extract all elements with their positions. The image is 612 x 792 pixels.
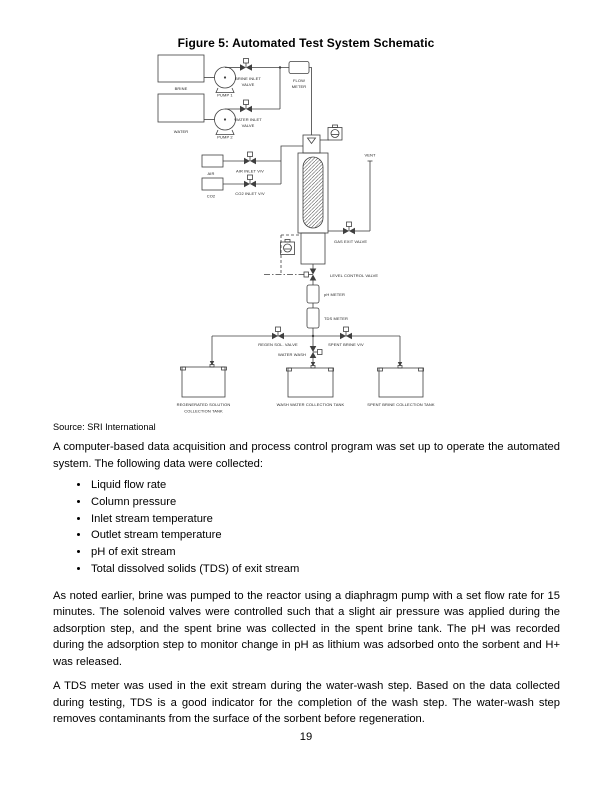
pump-2-label: PUMP 2 (217, 135, 233, 140)
data-collected-list: Liquid flow rate Column pressure Inlet s… (53, 477, 560, 578)
svg-text:COLLECTION TANK: COLLECTION TANK (184, 409, 223, 414)
co2-inlet-valve-label: CO2 INLET V/V (235, 191, 265, 196)
svg-text:METER: METER (292, 84, 307, 89)
water-inlet-valve: WATER INLET VALVE (234, 99, 262, 128)
list-item: Liquid flow rate (90, 477, 560, 494)
spent-brine-tank: SPENT BRINE COLLECTION TANK (367, 365, 435, 407)
flow-meter-label: FLOW (293, 78, 305, 83)
brine-tank-label: BRINE (175, 86, 188, 91)
brine-tank: BRINE (157, 54, 205, 91)
water-tank: WATER (157, 93, 205, 134)
pump-1: PUMP 1 (204, 66, 236, 98)
tds-meter-label: TDS METER (324, 316, 348, 321)
body-text: Source: SRI International A computer-bas… (53, 421, 560, 736)
spent-brine-valve: SPENT BRINE V/V (328, 326, 364, 347)
wash-water-tank-label: WASH WATER COLLECTION TANK (277, 402, 345, 407)
schematic-diagram: BRINE WATER PUMP 1 PUMP 2 BR (157, 54, 435, 414)
page-number: 19 (299, 731, 313, 743)
water-inlet-valve-label: WATER INLET (234, 117, 262, 122)
water-wash-valve-label: WATER WASH (278, 352, 306, 357)
level-control-valve-label: LEVEL CONTROL VALVE (330, 273, 378, 278)
water-wash-valve: WATER WASH (278, 345, 323, 359)
air-source: AIR (201, 154, 224, 176)
list-item: Total dissolved solids (TDS) of exit str… (90, 561, 560, 578)
co2-inlet-valve: CO2 INLET V/V (235, 174, 265, 196)
pump-1-label: PUMP 1 (217, 93, 233, 98)
co2-source: CO2 (201, 177, 224, 199)
figure-title: Figure 5: Automated Test System Schemati… (177, 36, 435, 50)
feed-line-to-column (309, 67, 312, 135)
spent-brine-valve-label: SPENT BRINE V/V (328, 342, 364, 347)
air-inlet-valve-label: AIR INLET V/V (236, 169, 264, 174)
water-tank-label: WATER (174, 129, 189, 134)
vent-line: VENT (364, 153, 376, 231)
air-source-label: AIR (208, 171, 215, 176)
wash-water-tank: WASH WATER COLLECTION TANK (277, 365, 345, 407)
source-note: Source: SRI International (53, 422, 156, 432)
brine-inlet-valve-label: BRINE INLET (235, 76, 261, 81)
flow-meter: FLOW METER (288, 61, 310, 89)
spent-brine-tank-label: SPENT BRINE COLLECTION TANK (367, 402, 435, 407)
ph-meter-label: pH METER (324, 292, 345, 297)
svg-text:VALVE: VALVE (242, 82, 255, 87)
ph-meter: pH METER (306, 284, 345, 304)
paragraph-3: A TDS meter was used in the exit stream … (53, 680, 560, 726)
level-control-valve: LEVEL CONTROL VALVE (303, 268, 378, 281)
regen-sol-valve-label: REGEN SOL. VALVE (258, 342, 298, 347)
level-sensor (264, 234, 304, 275)
list-item: pH of exit stream (90, 544, 560, 561)
pump-2: PUMP 2 (204, 108, 236, 140)
brine-inlet-valve: BRINE INLET VALVE (235, 58, 261, 87)
gas-exit-valve: GAS EXIT VALVE (334, 221, 367, 244)
line-junction (278, 66, 282, 69)
co2-source-label: CO2 (207, 194, 216, 199)
svg-text:VALVE: VALVE (242, 123, 255, 128)
air-inlet-valve: AIR INLET V/V (236, 151, 264, 174)
sorbent-column (297, 134, 329, 270)
list-item: Column pressure (90, 494, 560, 511)
column-pressure-gauge (320, 124, 343, 141)
paragraph-1: A computer-based data acquisition and pr… (53, 441, 560, 470)
tds-meter: TDS METER (306, 307, 348, 329)
list-item: Inlet stream temperature (90, 511, 560, 528)
gas-exit-valve-label: GAS EXIT VALVE (334, 239, 367, 244)
gas-riser-line (280, 145, 303, 184)
paragraph-2: As noted earlier, brine was pumped to th… (53, 589, 560, 668)
regen-sol-valve: REGEN SOL. VALVE (258, 326, 298, 347)
list-item: Outlet stream temperature (90, 527, 560, 544)
regenerated-solution-tank-label: REGENERATED SOLUTION (177, 402, 231, 407)
vent-label: VENT (364, 153, 376, 158)
regenerated-solution-tank: REGENERATED SOLUTION COLLECTION TANK (177, 364, 231, 414)
